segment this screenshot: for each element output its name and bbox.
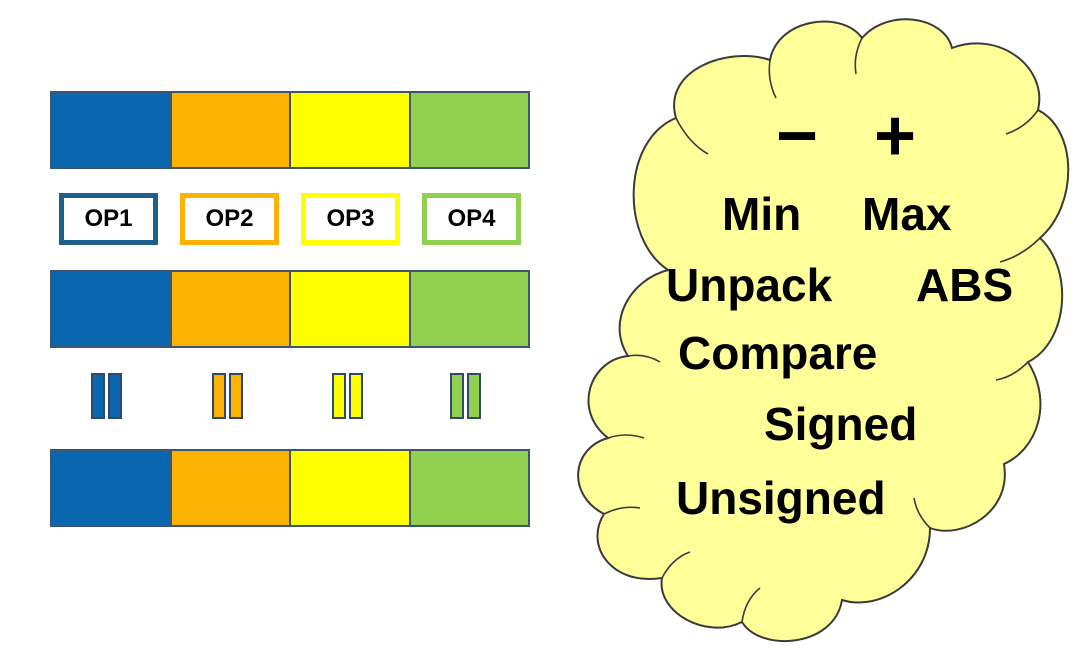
equals-marker-lane-4 [450,373,481,419]
lane-4-cell [408,93,528,167]
equals-bar [332,373,346,419]
equals-bar [450,373,464,419]
lane-3-cell [289,451,409,525]
lane-1-cell [52,93,170,167]
op3-box: OP3 [301,193,400,245]
equals-bar [467,373,481,419]
equals-bar [349,373,363,419]
equals-bar [91,373,105,419]
lane-4-cell [408,272,528,346]
cloud-text-unsigned: Unsigned [676,472,886,524]
equals-bar [108,373,122,419]
input-vector-row-2 [50,270,530,348]
lane-1-cell [52,451,170,525]
cloud-text-max: Max [862,188,952,240]
lane-2-cell [169,451,289,525]
plus-symbol: + [874,96,917,176]
equals-marker-lane-2 [212,373,243,419]
lane-4-cell [408,451,528,525]
lane-1-cell [52,272,170,346]
cloud-text-compare: Compare [678,327,878,379]
lane-3-cell [289,93,409,167]
op4-box: OP4 [422,193,521,245]
op1-box: OP1 [59,193,158,245]
equals-marker-lane-3 [332,373,363,419]
input-vector-row-1 [50,91,530,169]
cloud-outline [577,18,1070,642]
equals-marker-lane-1 [91,373,122,419]
cloud-inner-arcs [603,37,1041,623]
cloud-text-unpack: Unpack [666,259,833,311]
lane-3-cell [289,272,409,346]
lane-2-cell [169,93,289,167]
lane-2-cell [169,272,289,346]
minus-symbol: − [776,96,819,176]
cloud-text-signed: Signed [764,398,918,450]
op2-box: OP2 [180,193,279,245]
equals-bar [212,373,226,419]
equals-bar [229,373,243,419]
cloud-text-abs: ABS [916,259,1014,311]
result-vector-row [50,449,530,527]
cloud-text-min: Min [722,188,802,240]
